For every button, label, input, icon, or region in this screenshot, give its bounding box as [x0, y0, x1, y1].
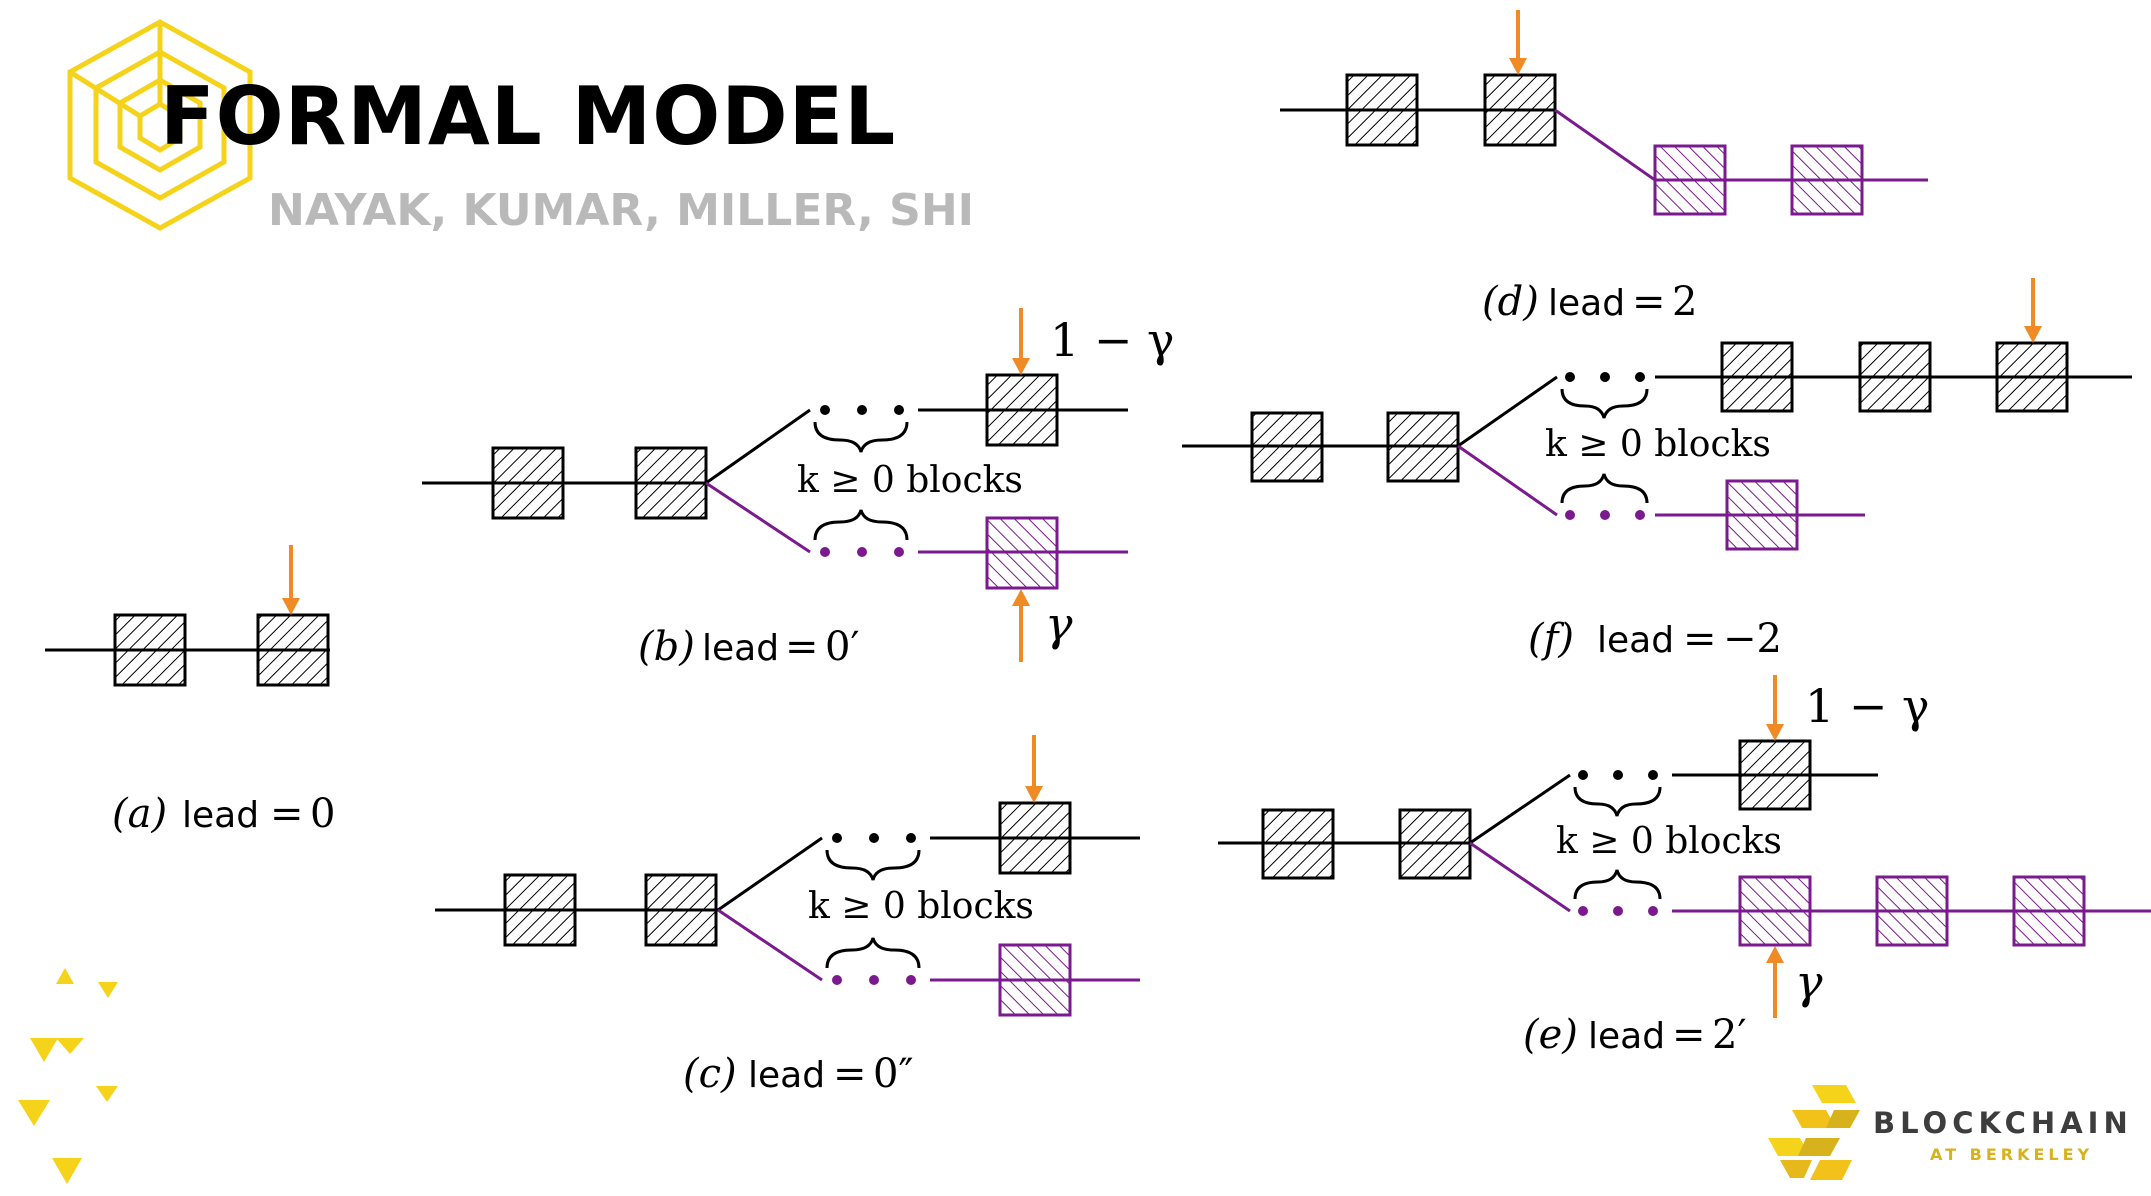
- svg-text:(c): (c): [683, 1051, 737, 1097]
- panel-letter: c: [699, 1051, 721, 1097]
- svg-text:=: =: [1632, 279, 1666, 325]
- panel-letter: e: [1539, 1012, 1563, 1058]
- svg-text:=: =: [270, 791, 304, 837]
- panel-d: [1280, 10, 1928, 216]
- mining-arrow-icon: [2024, 278, 2042, 343]
- brand-subtitle: AT BERKELEY: [1930, 1145, 2094, 1164]
- honest-block: [1720, 341, 1794, 413]
- mining-arrow-icon: [1012, 589, 1030, 662]
- caption-c: (c) lead = 0″: [683, 1051, 913, 1097]
- honest-block: [634, 446, 708, 520]
- svg-text:=: =: [1672, 1012, 1706, 1058]
- lead-value: 0″: [873, 1051, 913, 1097]
- panel-letter: f: [1541, 616, 1565, 662]
- panel-a: [45, 545, 330, 687]
- blockchain-at-berkeley-logo-icon: [1768, 1085, 1860, 1180]
- lead-value: 0′: [825, 624, 860, 670]
- selfish-block: [1725, 479, 1799, 551]
- svg-text:=: =: [785, 624, 819, 670]
- mining-arrow-icon: [282, 545, 300, 615]
- slide-authors: NAYAK, KUMAR, MILLER, SHI: [268, 185, 975, 236]
- selfish-block: [985, 516, 1059, 590]
- panel-letter: b: [654, 624, 680, 670]
- honest-block: [1345, 73, 1419, 147]
- svg-text:=: =: [1683, 616, 1717, 662]
- panel-f: k ≥ 0 blocks: [1182, 278, 2132, 551]
- honest-block: [491, 446, 565, 520]
- lead-value: −2: [1723, 616, 1782, 662]
- svg-text:(b): (b): [638, 624, 695, 670]
- mining-arrow-icon: [1509, 10, 1527, 75]
- svg-text:(f): (f): [1528, 616, 1574, 662]
- k-blocks-label: k ≥ 0 blocks: [797, 460, 1023, 501]
- lead-value: 2: [1672, 279, 1697, 325]
- caption-a: (a) lead = 0: [112, 791, 335, 837]
- svg-text:(d): (d): [1482, 279, 1539, 325]
- mining-arrow-icon: [1766, 946, 1784, 1018]
- brand-name: BLOCKCHAIN: [1873, 1106, 2133, 1140]
- mining-arrow-icon: [1766, 675, 1784, 741]
- k-blocks-label: k ≥ 0 blocks: [808, 886, 1034, 927]
- selfish-block: [1653, 144, 1727, 216]
- panel-c: k ≥ 0 blocks: [435, 735, 1140, 1017]
- slide-title: FORMAL MODEL: [160, 70, 897, 163]
- lead-label: lead: [1597, 620, 1674, 661]
- selfish-block: [1790, 144, 1864, 216]
- probability-label: γ: [1795, 955, 1823, 1009]
- honest-block: [503, 873, 577, 947]
- honest-block: [1386, 411, 1460, 483]
- hexagon-logo-icon: [67, 19, 253, 231]
- honest-block: [1250, 411, 1324, 483]
- lead-label: lead: [748, 1055, 825, 1096]
- honest-block: [644, 873, 718, 947]
- probability-label: 1 − γ: [1805, 679, 1930, 733]
- mining-arrow-icon: [1012, 308, 1030, 375]
- honest-block: [113, 613, 187, 687]
- caption-f: (f) lead = −2: [1528, 616, 1782, 662]
- k-blocks-label: k ≥ 0 blocks: [1556, 821, 1782, 862]
- honest-block: [1483, 73, 1557, 147]
- svg-text:=: =: [833, 1051, 867, 1097]
- lead-value: 2′: [1712, 1012, 1747, 1058]
- panel-b: k ≥ 0 blocks 1 − γ γ: [422, 308, 1175, 662]
- panel-letter: a: [128, 791, 152, 837]
- selfish-block: [2012, 875, 2086, 947]
- lead-label: lead: [1588, 1016, 1665, 1057]
- honest-block: [998, 801, 1072, 875]
- honest-block: [1738, 739, 1812, 811]
- selfish-block: [998, 943, 1072, 1017]
- probability-label: γ: [1045, 597, 1073, 651]
- caption-d: (d) lead = 2: [1482, 279, 1697, 325]
- honest-block: [1398, 808, 1472, 880]
- panel-letter: d: [1498, 279, 1524, 325]
- panel-e: k ≥ 0 blocks 1 − γ γ: [1218, 675, 2151, 1018]
- honest-block: [1995, 341, 2069, 413]
- caption-e: (e) lead = 2′: [1523, 1012, 1747, 1058]
- lead-value: 0: [310, 791, 335, 837]
- svg-text:(e): (e): [1523, 1012, 1578, 1058]
- lead-label: lead: [1548, 283, 1625, 324]
- mining-arrow-icon: [1025, 735, 1043, 803]
- k-blocks-label: k ≥ 0 blocks: [1545, 424, 1771, 465]
- honest-block: [1261, 808, 1335, 880]
- honest-block: [985, 373, 1059, 447]
- lead-label: lead: [702, 628, 779, 669]
- probability-label: 1 − γ: [1050, 313, 1175, 367]
- honest-block: [256, 613, 330, 687]
- honest-block: [1858, 341, 1932, 413]
- caption-b: (b) lead = 0′: [638, 624, 860, 670]
- selfish-block: [1875, 875, 1949, 947]
- svg-text:(a): (a): [112, 791, 167, 837]
- lead-label: lead: [182, 795, 259, 836]
- selfish-block: [1738, 875, 1812, 947]
- triangle-scatter-icon: [18, 968, 118, 1184]
